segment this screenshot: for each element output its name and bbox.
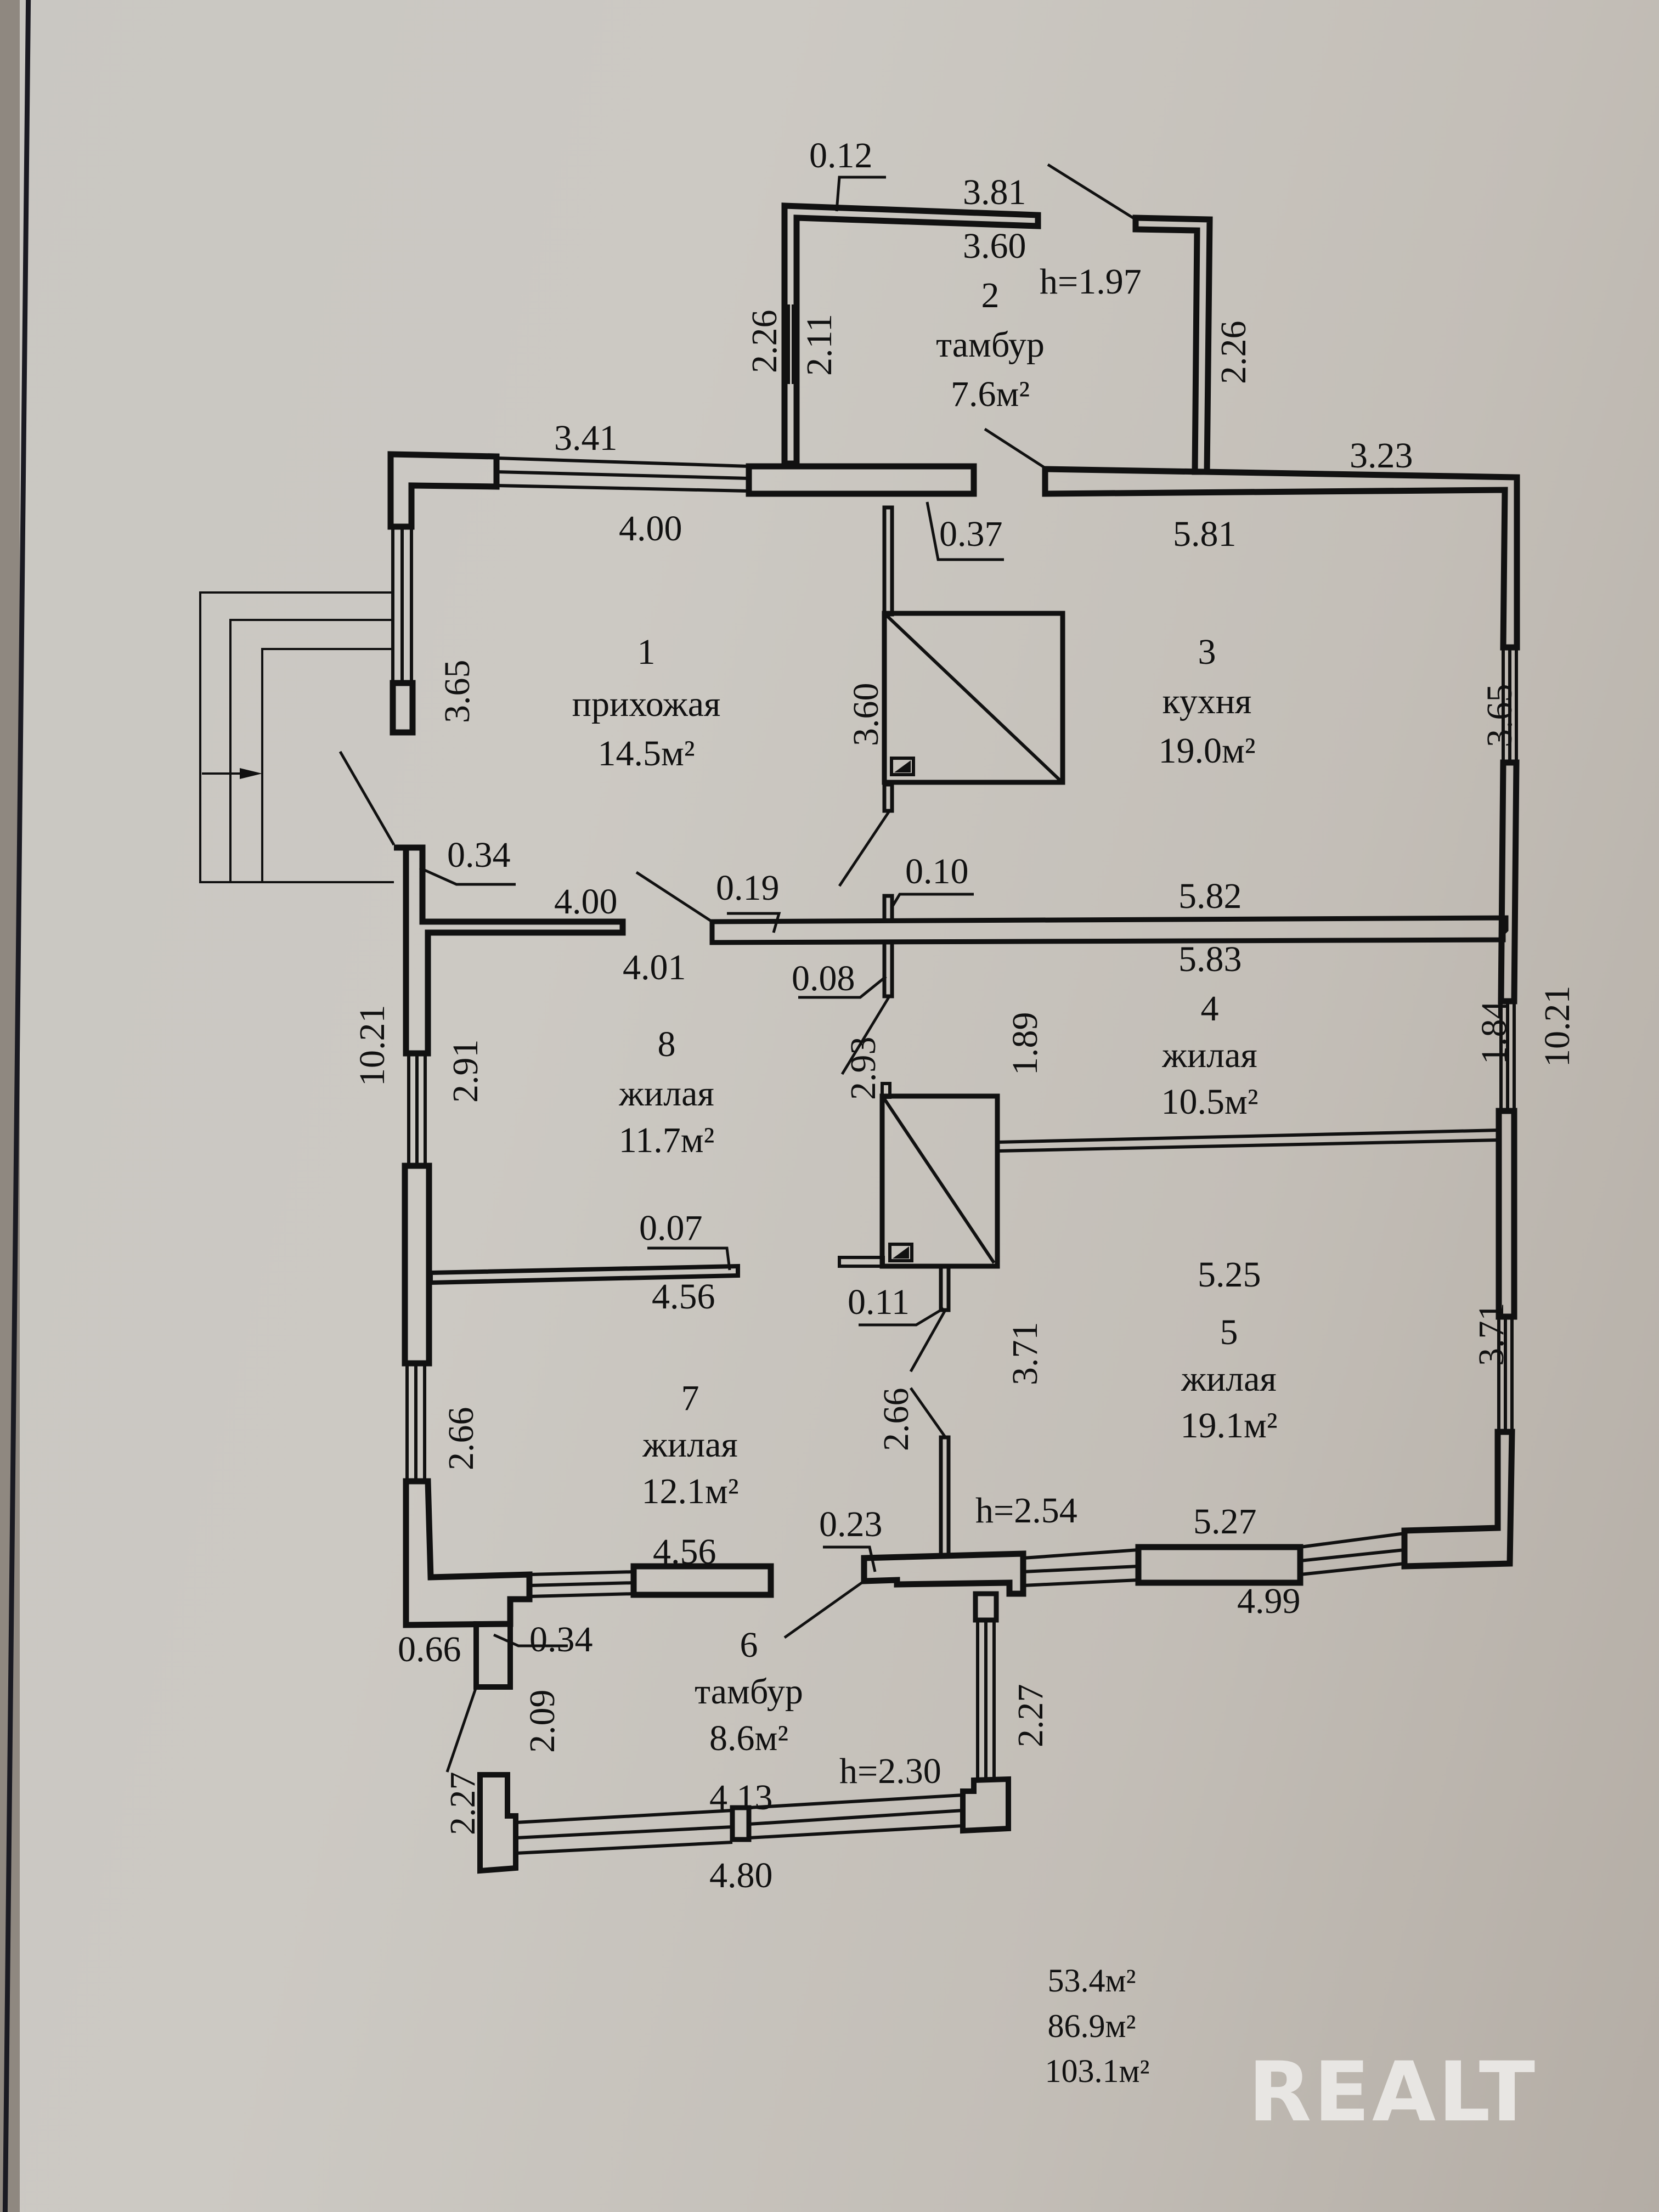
svg-text:6: 6 bbox=[740, 1625, 758, 1665]
dim-label: 5.83 bbox=[1178, 939, 1242, 979]
dim-label: 2.27 bbox=[443, 1772, 483, 1836]
svg-text:кухня: кухня bbox=[1163, 681, 1252, 721]
svg-text:19.1м²: 19.1м² bbox=[1180, 1406, 1277, 1446]
dim-label: 5.25 bbox=[1198, 1255, 1261, 1295]
dim-label: 5.81 bbox=[1173, 514, 1237, 554]
dim-label: 0.08 bbox=[792, 958, 855, 998]
dim-label: 0.12 bbox=[809, 136, 873, 176]
dim-label: 4.56 bbox=[652, 1277, 715, 1317]
dim-label: 3.71 bbox=[1471, 1303, 1511, 1367]
room-label-8: 8 жилая 11.7м² bbox=[618, 1024, 714, 1160]
dim-label: 3.23 bbox=[1350, 436, 1413, 476]
height-room-2: h=1.97 bbox=[1040, 262, 1142, 302]
dim-label: 4.00 bbox=[554, 882, 618, 922]
dim-label: 3.65 bbox=[437, 660, 477, 724]
dim-label: 2.66 bbox=[876, 1388, 916, 1452]
total-area-overall: 103.1м² bbox=[1045, 2053, 1150, 2089]
room-label-7: 7 жилая 12.1м² bbox=[641, 1378, 738, 1511]
realt-watermark-logo: REALT bbox=[1248, 2045, 1537, 2140]
svg-text:жилая: жилая bbox=[618, 1074, 714, 1114]
total-area-general: 86.9м² bbox=[1048, 2008, 1136, 2044]
dim-label: 0.34 bbox=[447, 835, 511, 875]
dim-label: 2.11 bbox=[799, 314, 839, 376]
svg-text:2: 2 bbox=[981, 275, 1000, 315]
entry-arrow-icon bbox=[240, 768, 262, 779]
dim-label: 0.34 bbox=[529, 1620, 593, 1660]
dim-label: 1.89 bbox=[1005, 1012, 1045, 1076]
room-label-4: 4 жилая 10.5м² bbox=[1161, 989, 1258, 1122]
vertical-dimension-labels: 2.26 2.11 2.26 3.65 3.60 3.65 10.21 10.2… bbox=[352, 310, 1577, 1836]
dim-label: 4.80 bbox=[709, 1855, 773, 1895]
dimension-labels: 0.12 3.81 3.60 3.41 4.00 0.37 3.23 5.81 … bbox=[398, 136, 1413, 1895]
svg-text:12.1м²: 12.1м² bbox=[641, 1471, 738, 1511]
svg-text:жилая: жилая bbox=[1161, 1035, 1257, 1075]
svg-text:жилая: жилая bbox=[642, 1425, 738, 1465]
dim-label: 10.21 bbox=[352, 1005, 392, 1087]
dim-label: 0.10 bbox=[905, 851, 969, 891]
area-totals: 53.4м² 86.9м² 103.1м² bbox=[1045, 1962, 1150, 2089]
room-label-6: 6 тамбур 8.6м² bbox=[695, 1625, 803, 1758]
dim-label: 2.09 bbox=[522, 1690, 562, 1753]
dim-label: 4.13 bbox=[709, 1778, 773, 1818]
dim-label: 4.01 bbox=[623, 947, 686, 988]
room-6-walls bbox=[445, 1579, 1011, 1874]
dim-label: 4.00 bbox=[619, 509, 682, 549]
svg-text:7.6м²: 7.6м² bbox=[951, 374, 1030, 414]
dim-label: 5.82 bbox=[1178, 876, 1242, 916]
svg-text:1: 1 bbox=[637, 632, 656, 672]
room-label-1: 1 прихожая 14.5м² bbox=[572, 632, 721, 774]
svg-text:10.5м²: 10.5м² bbox=[1161, 1082, 1258, 1122]
dim-label: 3.65 bbox=[1480, 684, 1520, 748]
svg-text:3: 3 bbox=[1198, 632, 1216, 672]
dim-label: 3.60 bbox=[846, 683, 886, 747]
room-label-5: 5 жилая 19.1м² bbox=[1180, 1312, 1277, 1446]
svg-text:прихожая: прихожая bbox=[572, 684, 721, 724]
dim-label: 5.27 bbox=[1193, 1502, 1257, 1542]
total-area-living: 53.4м² bbox=[1048, 1962, 1136, 1999]
dim-label: 2.26 bbox=[744, 310, 785, 374]
svg-text:5: 5 bbox=[1220, 1312, 1238, 1352]
dim-label: 2.93 bbox=[843, 1037, 883, 1101]
dim-label: 0.11 bbox=[848, 1282, 910, 1322]
dim-label: 0.07 bbox=[639, 1208, 703, 1248]
dim-label: 0.66 bbox=[398, 1629, 461, 1669]
dim-label: 2.27 bbox=[1011, 1684, 1051, 1748]
dim-label: 3.71 bbox=[1005, 1322, 1045, 1386]
dim-label: 3.41 bbox=[554, 418, 618, 458]
svg-text:7: 7 bbox=[681, 1378, 699, 1418]
dim-label: 4.99 bbox=[1237, 1581, 1301, 1621]
svg-text:тамбур: тамбур bbox=[695, 1672, 803, 1712]
dim-label: 4.56 bbox=[653, 1532, 716, 1572]
dim-label: 2.26 bbox=[1214, 321, 1254, 385]
porch-steps bbox=[199, 591, 396, 883]
svg-text:8: 8 bbox=[658, 1024, 676, 1064]
svg-text:тамбур: тамбур bbox=[936, 325, 1045, 365]
svg-text:4: 4 bbox=[1201, 989, 1219, 1029]
dim-label: 2.66 bbox=[441, 1407, 481, 1471]
svg-text:14.5м²: 14.5м² bbox=[597, 733, 695, 774]
dim-label: 1.84 bbox=[1474, 1001, 1514, 1065]
svg-text:8.6м²: 8.6м² bbox=[709, 1718, 788, 1758]
dim-label: 0.23 bbox=[819, 1504, 883, 1544]
svg-text:19.0м²: 19.0м² bbox=[1158, 731, 1255, 771]
room-label-2: 2 тамбур 7.6м² bbox=[936, 275, 1045, 414]
dim-label: 3.60 bbox=[963, 226, 1026, 266]
height-room-5: h=2.54 bbox=[975, 1491, 1077, 1531]
dim-label: 10.21 bbox=[1537, 986, 1577, 1068]
svg-text:11.7м²: 11.7м² bbox=[619, 1120, 715, 1160]
dim-label: 0.19 bbox=[716, 868, 780, 908]
dim-label: 3.81 bbox=[963, 172, 1026, 212]
dim-label: 0.37 bbox=[939, 514, 1003, 554]
outer-walls bbox=[387, 451, 1520, 1628]
height-room-6: h=2.30 bbox=[839, 1751, 941, 1791]
room-label-3: 3 кухня 19.0м² bbox=[1158, 632, 1255, 771]
interior-partitions bbox=[428, 505, 1509, 1558]
svg-text:жилая: жилая bbox=[1181, 1359, 1277, 1399]
dim-label: 2.91 bbox=[445, 1040, 486, 1103]
